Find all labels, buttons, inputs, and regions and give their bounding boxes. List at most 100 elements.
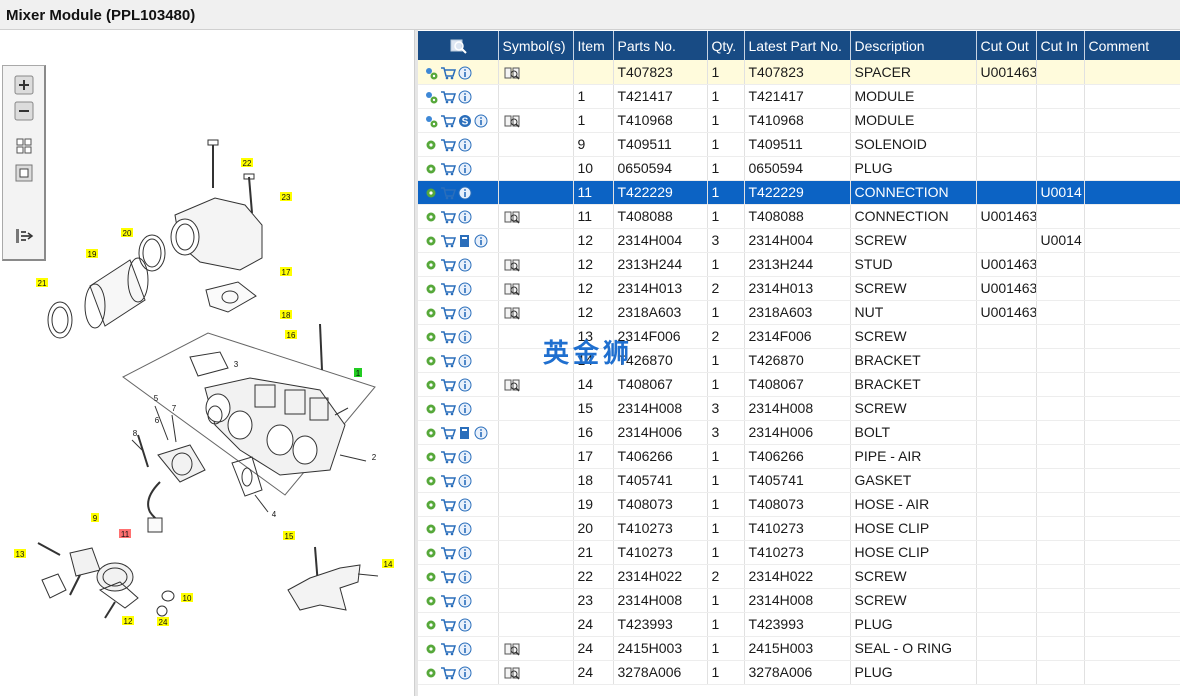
column-header[interactable]: Cut In (1036, 31, 1085, 60)
gear-icon[interactable] (424, 426, 438, 440)
s-badge-icon[interactable]: S (458, 114, 472, 128)
gear-icon[interactable] (424, 258, 438, 272)
cart-icon[interactable] (440, 354, 456, 368)
gear-icon[interactable] (424, 186, 438, 200)
info-icon[interactable] (458, 90, 472, 104)
book-icon[interactable] (503, 210, 521, 224)
info-icon[interactable] (458, 306, 472, 320)
callout-4[interactable]: 4 (272, 510, 277, 519)
gear-icon[interactable] (424, 210, 438, 224)
gear-icon[interactable] (424, 618, 438, 632)
gears-icon[interactable] (424, 90, 438, 104)
cart-icon[interactable] (440, 282, 456, 296)
cart-icon[interactable] (440, 594, 456, 608)
book-icon[interactable] (503, 666, 521, 680)
manual-icon[interactable] (458, 234, 472, 248)
book-icon[interactable] (503, 66, 521, 80)
info-icon[interactable] (458, 162, 472, 176)
callout-13[interactable]: 13 (14, 549, 26, 559)
book-icon[interactable] (503, 378, 521, 392)
callout-8[interactable]: 8 (133, 429, 138, 438)
book-icon[interactable] (503, 642, 521, 656)
column-header[interactable]: Latest Part No. (744, 31, 851, 60)
callout-17[interactable]: 17 (280, 267, 292, 277)
callout-1[interactable]: 1 (354, 368, 362, 378)
callout-24[interactable]: 24 (157, 617, 169, 627)
cart-icon[interactable] (440, 570, 456, 584)
book-icon[interactable] (503, 282, 521, 296)
callout-9[interactable]: 9 (91, 513, 99, 523)
gear-icon[interactable] (424, 378, 438, 392)
cart-icon[interactable] (440, 522, 456, 536)
gear-icon[interactable] (424, 642, 438, 656)
cart-icon[interactable] (440, 426, 456, 440)
cart-icon[interactable] (440, 378, 456, 392)
info-icon[interactable] (458, 330, 472, 344)
info-icon[interactable] (458, 138, 472, 152)
export-button[interactable] (14, 226, 34, 246)
callout-18[interactable]: 18 (280, 310, 292, 320)
callout-7[interactable]: 7 (172, 404, 177, 413)
gear-icon[interactable] (424, 282, 438, 296)
book-icon[interactable] (503, 306, 521, 320)
gears-icon[interactable] (424, 114, 438, 128)
callout-21[interactable]: 21 (36, 278, 48, 288)
column-header[interactable]: Qty. (707, 31, 745, 60)
callout-19[interactable]: 19 (86, 249, 98, 259)
column-header-find[interactable] (418, 31, 499, 60)
fit-all-button[interactable] (14, 136, 34, 156)
cart-icon[interactable] (440, 330, 456, 344)
manual-icon[interactable] (458, 426, 472, 440)
gear-icon[interactable] (424, 162, 438, 176)
gear-icon[interactable] (424, 306, 438, 320)
callout-5[interactable]: 5 (154, 394, 159, 403)
callout-14[interactable]: 14 (382, 559, 394, 569)
gear-icon[interactable] (424, 666, 438, 680)
callout-11[interactable]: 11 (119, 529, 131, 539)
book-icon[interactable] (503, 114, 521, 128)
cart-icon[interactable] (440, 450, 456, 464)
callout-15[interactable]: 15 (283, 531, 295, 541)
info-icon[interactable] (458, 210, 472, 224)
info-icon[interactable] (458, 522, 472, 536)
info-icon[interactable] (458, 258, 472, 272)
column-header[interactable]: Comment (1084, 31, 1180, 60)
info-icon[interactable] (474, 426, 488, 440)
fit-window-button[interactable] (14, 163, 34, 183)
gear-icon[interactable] (424, 450, 438, 464)
cart-icon[interactable] (440, 90, 456, 104)
cart-icon[interactable] (440, 642, 456, 656)
info-icon[interactable] (458, 594, 472, 608)
zoom-out-button[interactable] (14, 101, 34, 121)
column-header[interactable]: Symbol(s) (498, 31, 574, 60)
gear-icon[interactable] (424, 498, 438, 512)
cart-icon[interactable] (440, 114, 456, 128)
cart-icon[interactable] (440, 186, 456, 200)
callout-22[interactable]: 22 (241, 158, 253, 168)
zoom-in-button[interactable] (14, 75, 34, 95)
callout-3[interactable]: 3 (234, 360, 239, 369)
callout-23[interactable]: 23 (280, 192, 292, 202)
cart-icon[interactable] (440, 546, 456, 560)
cart-icon[interactable] (440, 618, 456, 632)
callout-10[interactable]: 10 (181, 593, 193, 603)
